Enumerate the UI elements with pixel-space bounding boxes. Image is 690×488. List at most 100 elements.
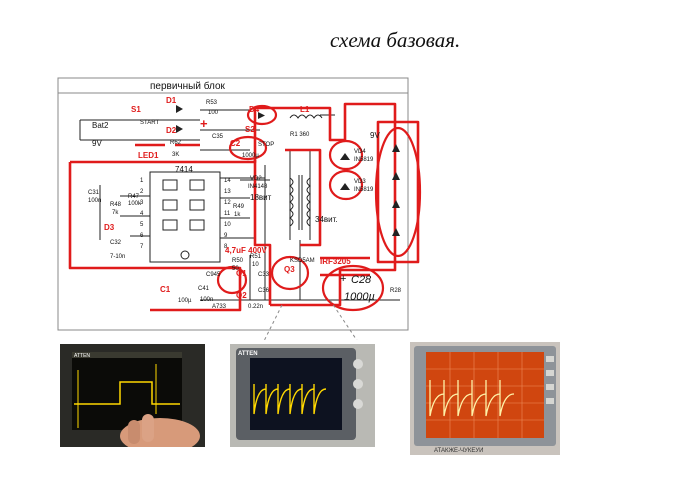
ic-pins-left: 1 2 3 4 5 6 7 <box>140 178 144 250</box>
label-c28: C28 <box>351 274 372 286</box>
label-vd2-value: IN4148 <box>248 184 268 190</box>
ic-pin: 1 <box>140 178 144 184</box>
scope-2-brand: ATTEN <box>238 351 258 357</box>
scope-3-trace <box>429 380 515 417</box>
label-c31-value: 100n <box>88 198 101 204</box>
label-r49-value: 1k <box>234 212 241 218</box>
label-r62: R62 <box>170 140 182 146</box>
circle-c2 <box>228 135 268 161</box>
scope-1-brand: ATTEN <box>74 353 90 359</box>
label-c28-plus: + <box>340 273 346 285</box>
ic-pin: 5 <box>140 222 144 228</box>
circle-c28 <box>321 264 385 312</box>
label-c31: C31 <box>88 190 100 196</box>
finger <box>142 414 154 442</box>
circle-q1 <box>216 265 248 295</box>
circle-vd3 <box>328 169 364 201</box>
label-r51-value: 10 <box>252 262 259 268</box>
inductor-l1 <box>289 114 323 119</box>
circuit-schematic: первичный блок 7 4 14 1 2 3 4 5 6 7 14 13 … <box>57 77 422 340</box>
label-d4: D4 <box>249 105 260 114</box>
label-vd3: VD3 <box>354 179 366 185</box>
label-q2: Q2 <box>236 291 247 300</box>
scope-3-buttons <box>546 356 554 404</box>
red-transformer-path <box>285 148 322 247</box>
label-led1: LED1 <box>138 151 159 160</box>
label-c41-value: 100n <box>200 297 213 303</box>
label-r28: R28 <box>390 288 402 294</box>
ic-pin: 11 <box>224 211 231 217</box>
ic-pin: 7 <box>140 244 144 250</box>
circle-d4 <box>246 104 278 126</box>
red-markup <box>68 102 420 312</box>
label-start: START <box>140 120 159 126</box>
label-r50-value: 50 <box>232 266 239 272</box>
label-vd3-value: IN5819 <box>354 187 374 193</box>
red-left-loop <box>68 162 242 312</box>
oscilloscope-photo-1: ATTEN <box>60 344 205 447</box>
red-inner-path <box>253 160 272 305</box>
scope-2-knobs <box>353 359 363 409</box>
label-d3: D3 <box>104 223 115 232</box>
label-stop: STOP <box>258 142 274 148</box>
label-r48: R48 <box>110 202 122 208</box>
label-c41: C41 <box>198 286 210 292</box>
oscilloscope-photo-3: АТАКЖЕ-ЧУКЕУИ <box>410 342 560 455</box>
ic-pin: 9 <box>224 233 228 239</box>
label-c35: C35 <box>212 134 224 140</box>
red-circles <box>216 104 422 312</box>
label-r53-value: 100 <box>208 110 219 116</box>
ic-7414-body <box>149 171 221 263</box>
label-bat2: Bat2 <box>92 121 109 130</box>
label-irf3205: IRF3205 <box>320 257 351 266</box>
page-title: схема базовая. <box>330 28 461 52</box>
ic-pin: 12 <box>224 200 231 206</box>
label-l1: L1 <box>300 105 310 114</box>
label-18-turns: 18вит <box>250 193 272 202</box>
label-r49: R49 <box>233 204 245 210</box>
diode-symbols <box>176 105 350 190</box>
circle-led-column <box>374 126 422 258</box>
oscilloscope-photo-2: ATTEN <box>230 344 375 447</box>
scope-2-trace <box>253 384 327 415</box>
label-d1: D1 <box>166 96 177 105</box>
ic-pins-right: 14 13 12 11 10 9 8 <box>224 178 231 250</box>
label-c2-value: 1000µ <box>242 153 259 159</box>
label-d2: D2 <box>166 126 177 135</box>
label-vd2: VD2 <box>250 176 262 182</box>
block-title: первичный блок <box>150 80 226 92</box>
label-c1-value: 100µ <box>178 298 192 304</box>
ic-inverter-gates <box>162 179 205 260</box>
label-q1: Q1 <box>236 269 247 278</box>
label-plus: + <box>200 116 208 131</box>
led-column-diodes <box>392 144 400 236</box>
ic-pin: 14 <box>224 178 231 184</box>
transformer-windings <box>289 175 311 230</box>
label-s2: S2 <box>245 125 255 134</box>
label-9v: 9V <box>92 139 102 148</box>
label-r62-value: 3K <box>172 152 179 158</box>
ic-pin: 2 <box>140 189 144 195</box>
circle-q3 <box>270 255 310 291</box>
ic-pin: 4 <box>140 211 144 217</box>
label-r50: R50 <box>232 258 244 264</box>
label-c47: 4,7uF 400V <box>225 246 267 255</box>
scope-1-trace-2 <box>77 364 157 428</box>
label-c36: C36 <box>258 288 270 294</box>
label-c28-value: 1000µ <box>344 291 375 303</box>
ic-pin: 10 <box>224 222 231 228</box>
ic-pin: 8 <box>224 244 228 250</box>
leader-lines <box>263 299 358 340</box>
finger <box>128 420 140 444</box>
label-r48-value: 7k <box>112 210 119 216</box>
label-vd4: VD4 <box>354 149 366 155</box>
label-c32-value: 7-10n <box>110 254 125 260</box>
label-r53: R53 <box>206 100 218 106</box>
label-c945: C945 <box>206 272 221 278</box>
label-s1: S1 <box>131 105 141 114</box>
label-c2: C2 <box>230 139 241 148</box>
ic-pin: 6 <box>140 233 144 239</box>
label-r47: R47 <box>128 194 140 200</box>
label-022n: 0.22n <box>248 304 263 310</box>
label-vd4-value: IN5819 <box>354 157 374 163</box>
